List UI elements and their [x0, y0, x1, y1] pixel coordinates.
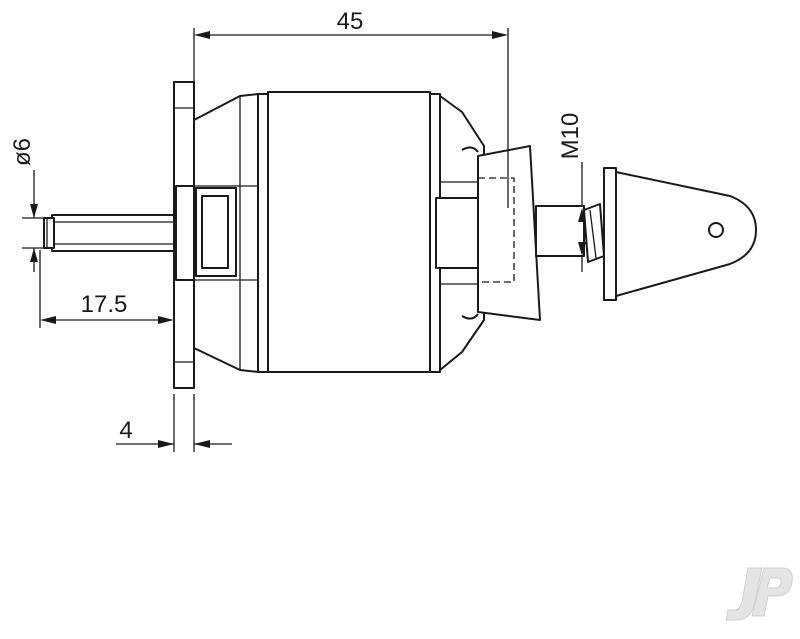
rear-bell-cap: [193, 93, 259, 373]
spinner-hole: [708, 222, 724, 238]
rear-shaft: [43, 214, 177, 252]
dim-shaft-extension: 17.5: [39, 250, 174, 328]
front-cap: [435, 95, 485, 371]
dim-thread-label: M10: [557, 113, 584, 160]
dim-overall-length-label: 45: [337, 8, 364, 35]
dim-mount-thickness-label: 4: [119, 417, 132, 444]
front-shaft: [535, 203, 605, 263]
dim-shaft-extension-label: 17.5: [81, 291, 128, 318]
dim-shaft-diameter-label: ø6: [9, 138, 36, 166]
motor-can: [257, 91, 441, 373]
watermark-logo: [725, 567, 793, 621]
dim-shaft-diameter: ø6: [9, 138, 44, 272]
dim-overall-length: 45: [193, 8, 509, 208]
dim-thread: M10: [557, 113, 586, 272]
spinner: [603, 167, 757, 301]
prop-adapter: [477, 145, 541, 321]
dim-mount-thickness: 4: [116, 394, 232, 452]
mount-flange: [173, 81, 195, 389]
